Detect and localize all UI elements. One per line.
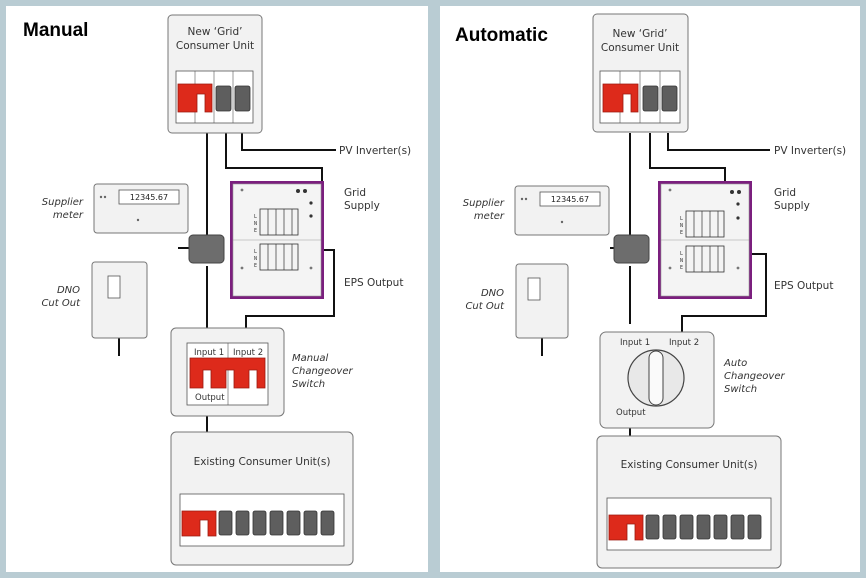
supplier-meter-label-line1: Supplier [42,197,84,208]
main-switch-breaker [177,83,213,113]
output-label: Output [616,408,646,418]
breaker-off [234,85,251,112]
dno-label-line1: DNO [57,285,80,296]
inverter-unit: L N E L N E [658,181,752,299]
new-grid-consumer-unit: New ‘Grid’ Consumer Unit [592,13,689,133]
eps-output-label: EPS Output [344,277,403,289]
changeover-switch-handle [189,357,266,389]
main-switch-breaker [602,83,639,113]
grid-cu-label-line2: Consumer Unit [176,40,254,52]
panel-title: Automatic [455,25,548,46]
supplier-meter: 12345.67 [93,183,189,234]
input-1-label: Input 1 [194,348,224,358]
svg-text:E: E [680,230,683,236]
dno-cut-out [91,261,148,339]
manual-changeover-switch: Input 1 Input 2 Output [170,327,285,417]
grid-supply-label-line1: Grid [774,187,796,199]
svg-text:N: N [680,223,683,229]
breaker-off [215,85,232,112]
supplier-meter: 12345.67 [514,185,610,236]
grid-supply-label-line2: Supply [344,200,380,212]
existing-cu-label: Existing Consumer Unit(s) [194,456,331,468]
supplier-meter-label-line1: Supplier [463,198,505,209]
switch-label-line1: Manual [292,353,329,364]
switch-label-line2: Changeover [292,366,353,377]
junction-box [188,234,225,264]
svg-text:L: L [254,249,257,255]
svg-text:N: N [680,258,683,264]
svg-text:L: L [680,216,683,222]
manual-diagram-panel: Manual New ‘Grid’ Consumer Unit PV Inver… [6,6,428,572]
main-switch-breaker [608,514,644,541]
svg-text:L: L [254,214,257,220]
dno-cut-out [515,263,569,339]
svg-text:E: E [254,228,257,234]
junction-box [613,234,650,264]
svg-text:N: N [254,221,257,227]
existing-consumer-unit: Existing Consumer Unit(s) [170,431,354,566]
supplier-meter-label-line2: meter [474,211,505,222]
new-grid-consumer-unit: New ‘Grid’ Consumer Unit [167,14,263,134]
panel-title: Manual [23,20,88,41]
svg-text:E: E [254,263,257,269]
auto-changeover-switch: Input 1 Input 2 Output [599,331,715,429]
grid-cu-label-line2: Consumer Unit [601,42,679,54]
switch-label-line2: Changeover [724,371,785,382]
svg-text:L: L [680,251,683,257]
pv-inverter-label: PV Inverter(s) [339,145,411,157]
input-2-label: Input 2 [233,348,263,358]
main-switch-breaker [181,510,217,537]
breaker-off [661,85,678,112]
meter-reading: 12345.67 [551,195,589,204]
supplier-meter-label-line2: meter [53,210,84,221]
svg-text:E: E [680,265,683,271]
eps-output-label: EPS Output [774,280,833,292]
switch-label-line3: Switch [724,384,757,395]
existing-cu-label: Existing Consumer Unit(s) [621,459,758,471]
dno-label-line1: DNO [481,288,504,299]
switch-label-line3: Switch [292,379,325,390]
automatic-diagram-panel: Automatic New ‘Grid’ Consumer Unit PV In… [440,6,860,572]
dno-label-line2: Cut Out [465,301,505,312]
switch-label-line1: Auto [723,358,747,369]
inverter-unit: L N E L N E [230,181,324,299]
grid-supply-label-line2: Supply [774,200,810,212]
grid-cu-label-line1: New ‘Grid’ [613,28,668,40]
pv-inverter-label: PV Inverter(s) [774,145,846,157]
input-2-label: Input 2 [669,338,699,348]
dno-label-line2: Cut Out [41,298,81,309]
existing-consumer-unit: Existing Consumer Unit(s) [596,435,782,569]
input-1-label: Input 1 [620,338,650,348]
output-label: Output [195,393,225,403]
breaker-off [642,85,659,112]
grid-cu-label-line1: New ‘Grid’ [188,26,243,38]
meter-reading: 12345.67 [130,193,168,202]
svg-text:N: N [254,256,257,262]
grid-supply-label-line1: Grid [344,187,366,199]
